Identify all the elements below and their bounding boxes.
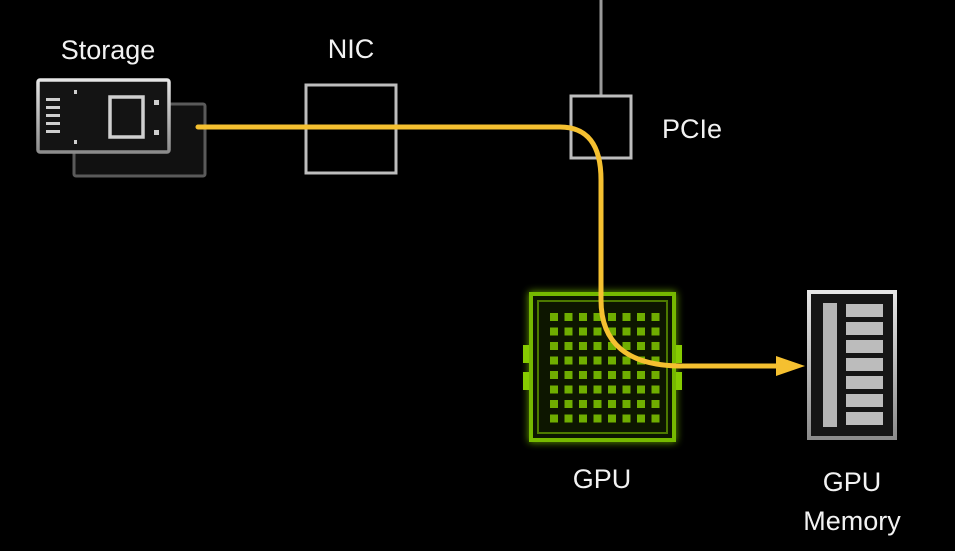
gpu-core-cell	[651, 356, 660, 365]
gpu-core-cell	[608, 327, 616, 336]
gpu-core-cell	[651, 400, 660, 408]
storage-label: Storage	[61, 35, 156, 65]
gpu-core-cell	[608, 313, 616, 321]
gpu-core-cell	[579, 400, 587, 408]
gpu-core-cell	[651, 385, 660, 394]
gpu-core-cell	[579, 327, 587, 336]
gpu-core-cell	[593, 327, 602, 336]
gpu-core-cell	[550, 313, 558, 321]
gpu-core-cell	[579, 342, 587, 350]
gpu-core-cell	[550, 385, 558, 394]
gpu-memory-icon	[807, 290, 897, 440]
gpu-core-cell	[564, 356, 573, 365]
gpu-core-cell	[608, 371, 616, 379]
gpu-core-cell	[637, 400, 645, 408]
gpu-core-cell	[564, 327, 573, 336]
gpu-core-cell	[579, 356, 587, 365]
gpu-core-cell	[608, 385, 616, 394]
gpu-core-cell	[622, 385, 631, 394]
gpu-core-cell	[593, 313, 602, 321]
pcie-label: PCIe	[662, 114, 722, 144]
gpu-core-cell	[637, 342, 645, 350]
gpu-core-cell	[608, 414, 616, 423]
gpu-core-cell	[579, 385, 587, 394]
gpu-core-cell	[550, 342, 558, 350]
gpu-core-cell	[637, 313, 645, 321]
storage-icon	[36, 78, 207, 178]
gpu-core-cell	[564, 400, 573, 408]
gpu-memory-label-line2: Memory	[803, 506, 901, 536]
pcie-switch-box	[569, 94, 633, 160]
gpu-core-cell	[593, 342, 602, 350]
gpu-core-cell	[564, 313, 573, 321]
gpu-core-cell	[593, 400, 602, 408]
gpu-core-cell	[550, 327, 558, 336]
gpu-core-cell	[608, 342, 616, 350]
gpu-core-cell	[564, 342, 573, 350]
gpu-core-cell	[564, 371, 573, 379]
gpu-core-cell	[637, 371, 645, 379]
gpu-core-cell	[651, 342, 660, 350]
gpu-core-cell	[637, 327, 645, 336]
gpu-core-cell	[593, 414, 602, 423]
gpu-core-cell	[637, 385, 645, 394]
gpu-core-cell	[622, 414, 631, 423]
gpu-core-cell	[622, 371, 631, 379]
gpu-core-cell	[593, 385, 602, 394]
gpu-core-cell	[651, 327, 660, 336]
gpu-core-cell	[608, 356, 616, 365]
gpu-core-cell	[622, 400, 631, 408]
gpu-core-cell	[564, 414, 573, 423]
gpu-core-cell	[622, 356, 631, 365]
gpu-core-cell	[593, 356, 602, 365]
gpu-core-cell	[608, 400, 616, 408]
nic-label: NIC	[328, 34, 375, 64]
gpu-core-cell	[550, 371, 558, 379]
gpu-label: GPU	[573, 464, 632, 494]
gpu-core-cell	[564, 385, 573, 394]
data-path-arrow	[195, 124, 805, 376]
gpu-core-cell	[550, 400, 558, 408]
gpu-core-cell	[579, 414, 587, 423]
gpu-core-cell	[593, 371, 602, 379]
gpu-core-cell	[651, 371, 660, 379]
gpu-core-cell	[550, 356, 558, 365]
gpu-memory-label-line1: GPU	[823, 467, 882, 497]
gpu-core-cell	[637, 414, 645, 423]
gpu-core-cell	[579, 313, 587, 321]
gpu-core-cell	[622, 313, 631, 321]
gpu-core-cell	[622, 342, 631, 350]
gpu-core-cell	[579, 371, 587, 379]
gpu-core-cell	[550, 414, 558, 423]
gpu-core-cell	[622, 327, 631, 336]
gpu-core-cell	[651, 414, 660, 423]
gpu-core-cell	[651, 313, 660, 321]
